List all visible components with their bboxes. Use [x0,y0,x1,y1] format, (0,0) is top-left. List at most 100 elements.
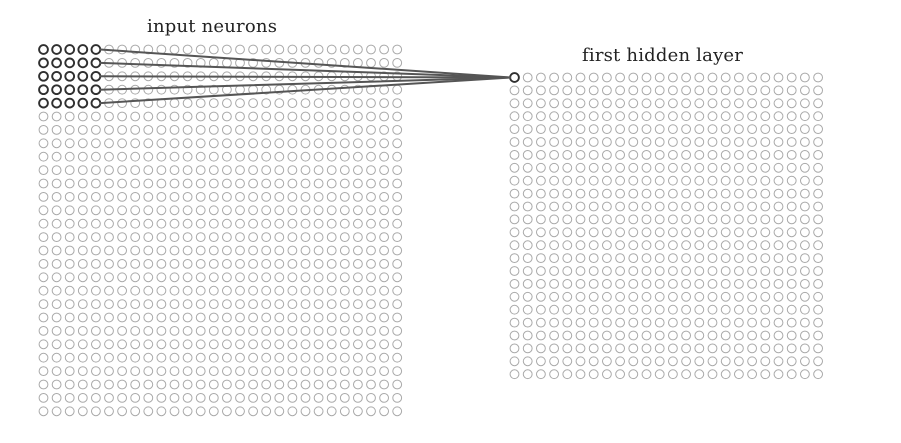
hidden-neuron [615,279,625,289]
hidden-neuron [602,279,612,289]
input-neuron [51,138,62,149]
input-neuron [182,124,193,135]
input-neuron [64,393,75,403]
input-neuron-highlighted [77,44,89,55]
hidden-neuron [641,137,652,147]
input-neuron [91,178,101,189]
hidden-neuron [549,72,559,83]
hidden-neuron [668,279,678,289]
hidden-neuron [575,214,586,225]
hidden-neuron [694,266,705,276]
input-neuron [130,326,141,336]
input-neuron [104,406,114,417]
hidden-neuron [681,330,691,341]
hidden-neuron [522,317,533,328]
hidden-neuron [786,291,797,302]
hidden-neuron [588,330,599,341]
hidden-neuron [747,369,757,380]
input-neuron [261,138,272,149]
hidden-neuron [562,137,573,147]
input-neuron [313,339,324,350]
input-neuron [208,165,219,176]
input-neuron [392,299,403,310]
input-neuron [287,339,298,350]
input-neuron [326,192,337,202]
hidden-neuron [641,188,652,199]
input-neuron [287,352,298,363]
input-neuron [392,312,403,323]
hidden-neuron [654,98,665,109]
input-neuron [195,406,206,417]
input-neuron [326,366,337,377]
hidden-neuron [654,356,665,367]
hidden-neuron [575,72,586,83]
hidden-neuron [720,150,731,160]
input-neuron [77,406,88,417]
input-neuron [208,379,219,390]
input-neuron [392,98,403,108]
hidden-neuron [773,124,784,135]
input-neuron [353,178,363,189]
input-neuron [274,151,285,162]
hidden-neuron [575,85,586,96]
hidden-neuron [694,253,705,264]
hidden-neuron [734,356,744,367]
input-neuron [182,44,193,55]
input-neuron [91,259,101,269]
input-neuron [248,366,259,377]
input-neuron [379,151,390,162]
input-neuron [169,44,180,55]
hidden-neuron [747,124,757,135]
input-neuron [130,218,141,229]
hidden-neuron [747,266,757,276]
input-neuron [104,259,114,269]
hidden-neuron [813,72,823,83]
hidden-neuron [773,111,784,122]
hidden-neuron [786,227,797,238]
input-neuron [195,299,206,310]
input-neuron [143,352,154,363]
hidden-neuron [628,330,639,341]
hidden-neuron [773,291,784,302]
input-neuron [208,245,219,256]
hidden-neuron [536,253,546,264]
input-neuron [117,339,127,350]
input-neuron [51,339,62,350]
input-neuron [379,178,390,189]
input-neuron [208,151,219,162]
hidden-neuron [720,175,731,186]
hidden-neuron [707,317,718,328]
input-layer-title: input neurons [147,16,278,37]
hidden-neuron [522,304,533,315]
hidden-neuron [760,227,771,238]
hidden-neuron [509,85,520,96]
hidden-neuron [602,317,612,328]
input-neuron [261,379,272,390]
input-neuron [208,339,219,350]
hidden-neuron [773,240,784,251]
input-neuron [143,366,154,377]
hidden-neuron [549,253,559,264]
input-neuron [208,393,219,403]
input-neuron [339,352,350,363]
input-neuron [248,218,259,229]
input-neuron [195,379,206,390]
hidden-neuron [509,279,520,289]
hidden-neuron [668,124,678,135]
input-neuron [156,138,167,149]
input-neuron [77,165,88,176]
hidden-neuron [800,98,810,109]
input-neuron [143,178,154,189]
input-neuron [51,326,62,336]
hidden-neuron [734,111,744,122]
input-neuron [300,406,311,417]
input-neuron [261,272,272,283]
input-neuron [156,299,167,310]
hidden-neuron [813,369,823,380]
hidden-neuron [734,369,744,380]
hidden-neuron [747,279,757,289]
input-neuron [313,393,324,403]
hidden-neuron [549,304,559,315]
hidden-neuron [720,85,731,96]
input-neuron [195,138,206,149]
